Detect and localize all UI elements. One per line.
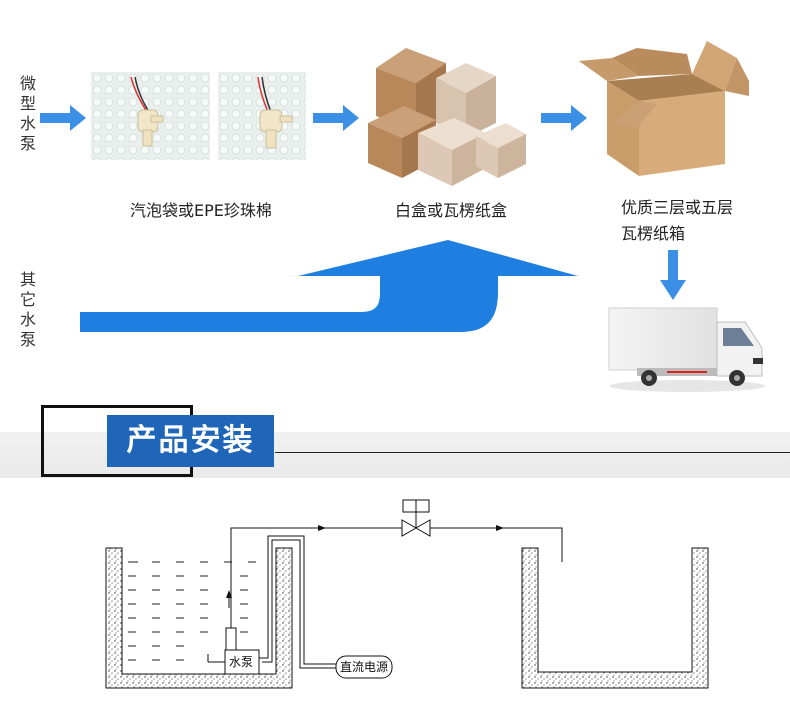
pump-in-epe-foam-photo bbox=[218, 72, 306, 160]
caption-white-box: 白盒或瓦楞纸盒 bbox=[395, 201, 508, 220]
pump-intake bbox=[225, 627, 237, 651]
box-icon bbox=[577, 36, 752, 181]
section-divider bbox=[275, 452, 790, 453]
pump-label: 水泵 bbox=[229, 655, 253, 669]
caption-carton-line2: 瓦楞纸箱 bbox=[621, 224, 686, 243]
section-title: 产品安装 bbox=[107, 415, 274, 467]
flow-arrow-icon bbox=[496, 525, 504, 531]
flow-arrow-icon bbox=[318, 525, 326, 531]
right-arrow-icon bbox=[541, 105, 587, 131]
right-arrow-icon bbox=[313, 105, 359, 131]
micro-pump-label: 微型水泵 bbox=[19, 74, 36, 153]
curved-arrow-icon bbox=[80, 240, 578, 332]
target-tank bbox=[521, 547, 709, 689]
source-tank bbox=[105, 547, 293, 689]
outlet-pipe-end bbox=[428, 527, 563, 562]
caption-carton-line1: 优质三层或五层 bbox=[621, 198, 734, 217]
outlet-pipe bbox=[230, 527, 402, 628]
other-pump-label: 其它水泵 bbox=[19, 270, 36, 349]
install-diagram: 水泵 直流电源 bbox=[105, 499, 709, 689]
power-label: 直流电源 bbox=[340, 660, 388, 674]
dc-power-supply bbox=[335, 655, 393, 679]
valve-icon bbox=[401, 499, 431, 537]
down-arrow-icon bbox=[660, 250, 686, 300]
white-boxes-photo bbox=[366, 38, 528, 188]
caption-bubble-bag: 汽泡袋或EPE珍珠棉 bbox=[130, 201, 272, 220]
truck-icon bbox=[608, 307, 765, 392]
pump-in-bubble-bag-photo bbox=[91, 72, 210, 160]
power-cable bbox=[259, 535, 338, 665]
right-arrow-icon bbox=[40, 105, 86, 131]
